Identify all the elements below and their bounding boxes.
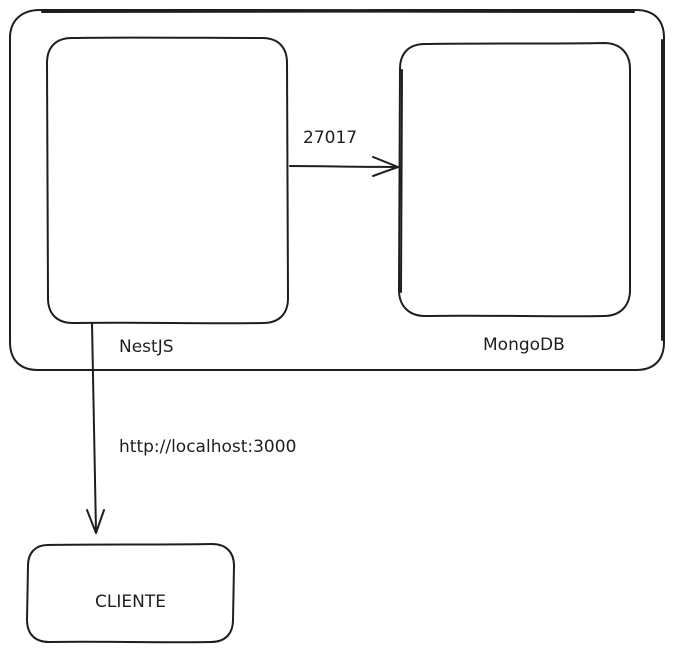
port-label: 27017 [303,128,357,148]
arrow-nest-to-cliente-head [86,509,105,534]
container-box [9,8,665,372]
url-label: http://localhost:3000 [119,437,296,457]
cliente-label: CLIENTE [95,592,166,612]
arrow-nest-to-cliente [91,322,97,533]
arrow-nest-to-mongo-head [372,156,399,177]
container-box-sketch [41,10,663,341]
arrow-nest-to-mongo [289,165,399,168]
cliente-box [26,543,235,644]
mongodb-box-sketch [400,69,403,293]
nestjs-box [46,36,289,325]
mongodb-box [398,42,631,318]
nestjs-label: NestJS [119,337,174,357]
mongodb-label: MongoDB [483,335,565,355]
